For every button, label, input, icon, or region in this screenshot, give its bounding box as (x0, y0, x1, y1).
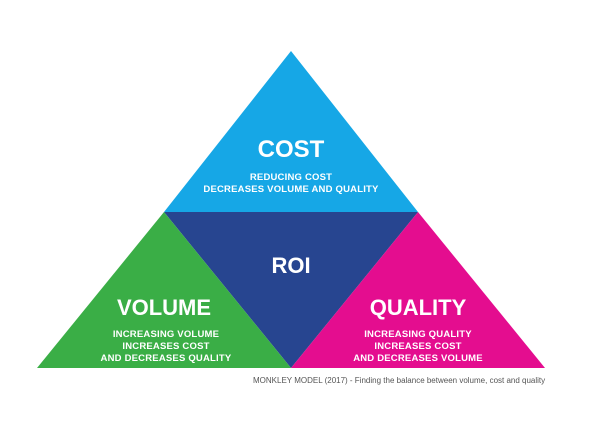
volume-triangle (37, 212, 291, 368)
volume-desc-line-1: INCREASING VOLUME (113, 329, 219, 340)
quality-desc-line-3: AND DECREASES VOLUME (353, 353, 483, 364)
quality-title: QUALITY (370, 295, 467, 320)
cost-title: COST (258, 136, 325, 163)
volume-desc-line-2: INCREASES COST (122, 341, 209, 352)
quality-desc-line-2: INCREASES COST (374, 341, 461, 352)
model-caption: MONKLEY MODEL (2017) - Finding the balan… (253, 376, 546, 385)
cost-desc-line-1: REDUCING COST (250, 172, 332, 183)
quality-triangle (291, 212, 545, 368)
cost-desc-line-2: DECREASES VOLUME AND QUALITY (203, 184, 379, 195)
volume-title: VOLUME (117, 295, 211, 320)
cost-triangle (164, 51, 418, 212)
volume-desc-line-3: AND DECREASES QUALITY (101, 353, 232, 364)
quality-desc-line-1: INCREASING QUALITY (364, 329, 472, 340)
roi-title: ROI (271, 253, 310, 278)
roi-triangle (164, 212, 418, 368)
